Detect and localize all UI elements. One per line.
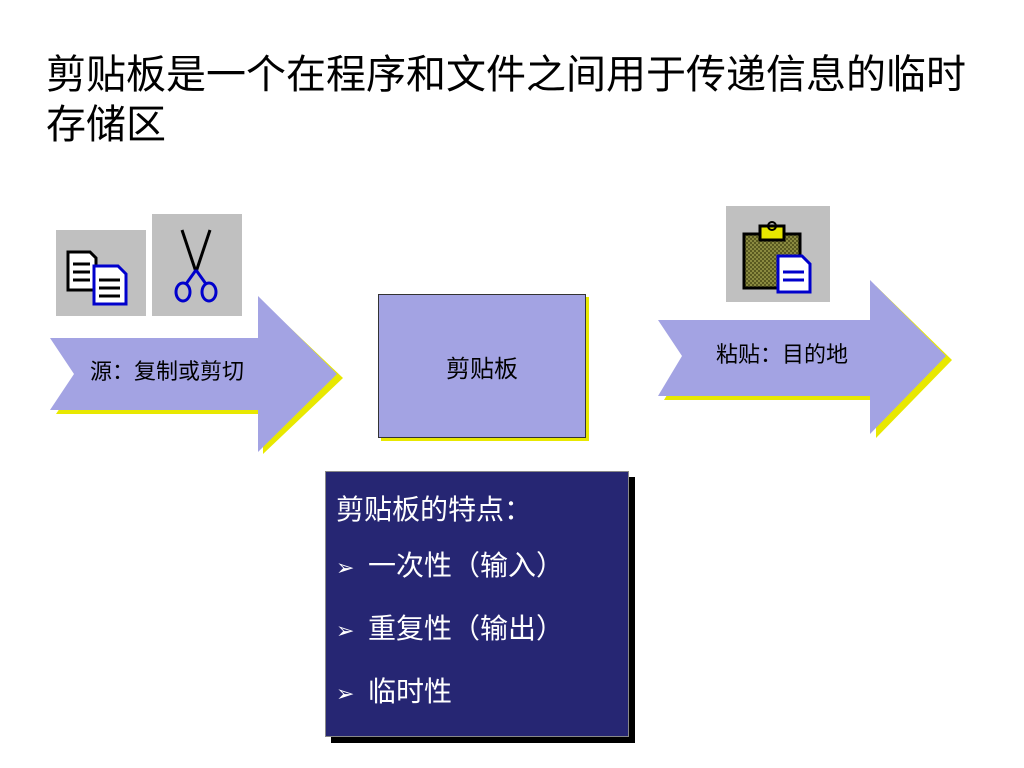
feature-item: ➢ 临时性 <box>336 672 628 715</box>
feature-item: ➢ 一次性（输入） <box>336 546 628 589</box>
destination-arrow <box>658 280 946 434</box>
features-panel: 剪贴板的特点： ➢ 一次性（输入） ➢ 重复性（输出） ➢ 临时性 <box>325 471 629 737</box>
source-arrow-label: 源：复制或剪切 <box>90 360 245 385</box>
destination-arrow-label: 粘贴：目的地 <box>716 343 849 368</box>
bullet-arrow-icon: ➢ <box>336 619 355 644</box>
feature-item-text: 重复性（输出） <box>368 612 565 645</box>
features-title: 剪贴板的特点： <box>336 493 533 526</box>
scissors-icon <box>174 229 218 303</box>
copy-icon-tile <box>56 230 146 316</box>
paste-icon-tile <box>726 206 830 302</box>
bullet-arrow-icon: ➢ <box>336 556 355 581</box>
paste-icon <box>742 221 812 294</box>
feature-item-text: 一次性（输入） <box>368 549 565 582</box>
feature-item-text: 临时性 <box>368 675 453 708</box>
cut-icon-tile <box>152 214 242 316</box>
feature-item: ➢ 重复性（输出） <box>336 609 628 652</box>
copy-icon <box>66 250 128 306</box>
bullet-arrow-icon: ➢ <box>336 682 355 707</box>
clipboard-box: 剪贴板 <box>378 294 586 438</box>
slide-title: 剪贴板是一个在程序和文件之间用于传递信息的临时存储区 <box>46 52 966 148</box>
source-arrow <box>50 296 337 452</box>
clipboard-box-label: 剪贴板 <box>446 354 518 383</box>
